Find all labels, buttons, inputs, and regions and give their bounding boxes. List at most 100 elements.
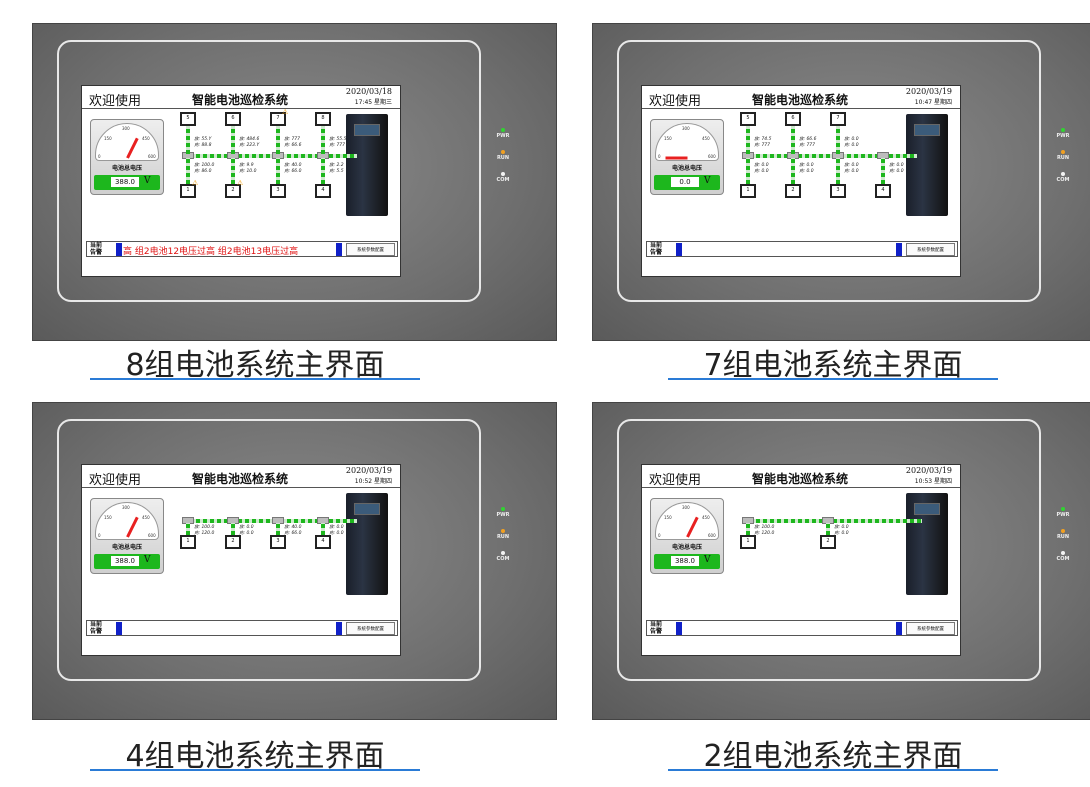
battery-icon[interactable]: 1 xyxy=(740,184,756,198)
charge-reading: 充: 0.0 xyxy=(329,531,344,536)
led-dot-icon xyxy=(501,507,505,511)
battery-icon[interactable]: 6 xyxy=(785,112,801,126)
header-divider xyxy=(82,487,400,488)
battery-icon[interactable]: 2 xyxy=(225,184,241,198)
cabinet-display xyxy=(354,124,380,136)
voltage-unit: V xyxy=(704,555,711,565)
discharge-reading: 放: 0.0 xyxy=(239,525,254,530)
battery-icon[interactable]: 7 xyxy=(270,112,286,126)
alarm-bar-right-marker xyxy=(896,243,902,256)
discharge-reading: 放: 0.0 xyxy=(844,163,859,168)
panel-caption: 7组电池系统主界面 xyxy=(703,348,963,383)
gauge-tick-label: 0 xyxy=(658,154,661,159)
led-label: COM xyxy=(496,177,510,183)
gauge-tick-label: 600 xyxy=(708,533,716,538)
welcome-text: 欢迎使用 xyxy=(89,94,142,109)
charge-reading: 充: 66.6 xyxy=(284,143,302,148)
battery-icon[interactable]: 1 xyxy=(180,184,196,198)
battery-icon[interactable]: 4 xyxy=(315,184,331,198)
led-dot-icon xyxy=(1061,551,1065,555)
led-label: RUN xyxy=(496,534,510,540)
charge-reading: 充: 777 xyxy=(329,143,346,148)
status-led: PWR xyxy=(1051,128,1075,139)
charge-reading: 充: 120.0 xyxy=(754,531,775,536)
gauge-tick-label: 450 xyxy=(142,136,150,141)
led-dot-icon xyxy=(501,172,505,176)
time-display: 10:47 星期四 xyxy=(914,99,952,106)
discharge-reading: 放: 100.0 xyxy=(194,525,215,530)
charge-reading: 充: 0.0 xyxy=(844,143,859,148)
gauge-needle-icon xyxy=(686,516,699,538)
battery-icon[interactable]: 3 xyxy=(270,184,286,198)
discharge-reading: 放: 55.Y xyxy=(194,137,212,142)
system-config-button[interactable]: 系统参数配置 xyxy=(346,243,395,256)
dc-bus-line xyxy=(182,519,357,523)
status-led: COM xyxy=(491,172,515,183)
led-label: PWR xyxy=(496,133,510,139)
battery-icon[interactable]: 4 xyxy=(875,184,891,198)
voltage-value: 388.0 xyxy=(671,556,699,566)
discharge-reading: 放: 55.5 xyxy=(329,137,347,142)
voltage-value-box: 388.0 V xyxy=(654,554,720,569)
led-dot-icon xyxy=(501,551,505,555)
battery-icon[interactable]: 2 xyxy=(820,535,836,549)
led-dot-icon xyxy=(501,128,505,132)
gauge-tick-label: 300 xyxy=(122,126,130,131)
battery-icon[interactable]: 1 xyxy=(740,535,756,549)
battery-icon[interactable]: 3 xyxy=(270,535,286,549)
alarm-bar-left-marker xyxy=(676,622,682,635)
charge-reading: 充: 10.0 xyxy=(239,169,257,174)
battery-icon[interactable]: 5 xyxy=(180,112,196,126)
led-label: PWR xyxy=(1056,133,1070,139)
branch-line xyxy=(231,126,235,154)
alarm-bar-left-marker xyxy=(116,622,122,635)
status-led: RUN xyxy=(491,529,515,540)
battery-icon[interactable]: 1 xyxy=(180,535,196,549)
charge-reading: 充: 0.0 xyxy=(799,169,814,174)
gauge-label: 电池总电压 xyxy=(671,165,702,172)
battery-icon[interactable]: 4 xyxy=(315,535,331,549)
cabinet-display xyxy=(914,503,940,515)
battery-icon[interactable]: 3 xyxy=(830,184,846,198)
screen-bezel xyxy=(57,419,481,681)
charge-reading: 充: 86.0 xyxy=(194,169,212,174)
discharge-reading: 放: 0.0 xyxy=(834,525,849,530)
gauge-tick-label: 600 xyxy=(148,154,156,159)
battery-icon[interactable]: 6 xyxy=(225,112,241,126)
led-label: PWR xyxy=(496,512,510,518)
system-config-button[interactable]: 系统参数配置 xyxy=(906,243,955,256)
battery-icon[interactable]: 2 xyxy=(225,535,241,549)
battery-icon[interactable]: 5 xyxy=(740,112,756,126)
system-config-button[interactable]: 系统参数配置 xyxy=(906,622,955,635)
battery-icon[interactable]: 8 xyxy=(315,112,331,126)
discharge-reading: 放: 100.0 xyxy=(754,525,775,530)
battery-icon[interactable]: 7 xyxy=(830,112,846,126)
status-led: PWR xyxy=(1051,507,1075,518)
date-display: 2020/03/19 xyxy=(905,87,952,96)
battery-icon[interactable]: 2 xyxy=(785,184,801,198)
branch-line xyxy=(746,126,750,154)
led-label: RUN xyxy=(496,155,510,161)
branch-line xyxy=(746,523,750,535)
gauge-tick-label: 0 xyxy=(98,154,101,159)
welcome-text: 欢迎使用 xyxy=(649,473,702,488)
gauge-tick-label: 450 xyxy=(702,136,710,141)
system-config-button[interactable]: 系统参数配置 xyxy=(346,622,395,635)
charge-reading: 充: 223.Y xyxy=(239,143,260,148)
gauge-label: 电池总电压 xyxy=(111,544,142,551)
status-led: COM xyxy=(1051,172,1075,183)
panel-caption: 2组电池系统主界面 xyxy=(703,739,963,774)
voltage-unit: V xyxy=(704,176,711,186)
time-display: 10:53 星期四 xyxy=(914,478,952,485)
